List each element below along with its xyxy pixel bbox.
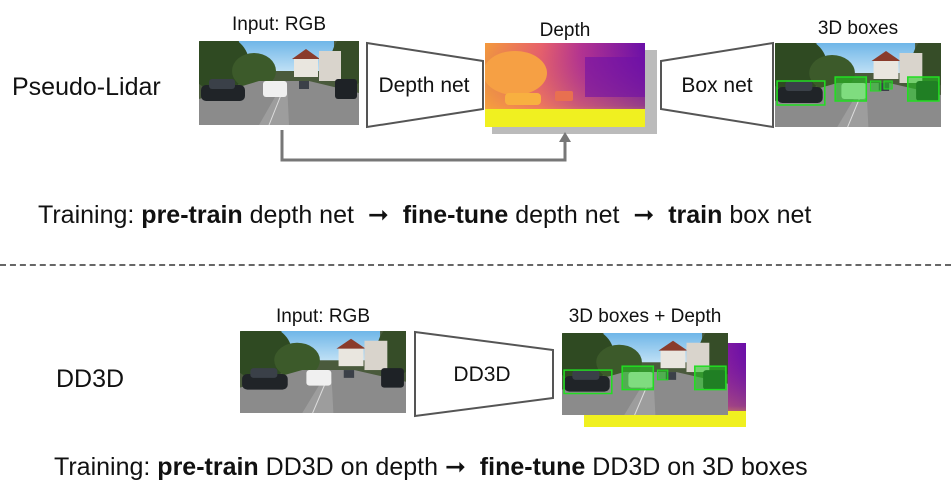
bottom-arrow: ➞ <box>444 453 466 481</box>
top-step1-bold: pre-train <box>141 201 243 229</box>
bottom-training-text: Training: pre-train DD3D on depth ➞ fine… <box>54 452 808 482</box>
top-input-label: Input: RGB <box>232 14 326 35</box>
top-step3-rest: box net <box>729 201 812 229</box>
pseudo-lidar-label: Pseudo-Lidar <box>12 73 161 101</box>
boxes-label: 3D boxes <box>817 18 899 39</box>
depth-net-label: Depth net <box>378 74 470 97</box>
top-training-prefix: Training: <box>38 201 135 229</box>
box-net-label: Box net <box>681 74 753 97</box>
top-arrow-2: ➞ <box>633 201 655 229</box>
top-step2-rest: depth net <box>515 201 620 229</box>
top-step1-rest: depth net <box>249 201 354 229</box>
bottom-training-prefix: Training: <box>54 453 151 481</box>
top-training-text: Training: pre-train depth net ➞ fine-tun… <box>38 200 811 230</box>
section-divider <box>0 264 951 266</box>
top-arrow-1: ➞ <box>367 201 389 229</box>
depth-map-image <box>485 43 645 127</box>
bottom-step1-bold: pre-train <box>157 453 259 481</box>
bottom-input-label: Input: RGB <box>276 306 370 327</box>
dd3d-row-label: DD3D <box>56 365 125 393</box>
dd3d-block-label: DD3D <box>453 363 511 386</box>
bottom-output-label: 3D boxes + Depth <box>568 306 722 327</box>
top-step2-bold: fine-tune <box>402 201 509 229</box>
top-input-image <box>199 41 359 125</box>
bottom-boxes-image <box>562 333 728 415</box>
top-step3-bold: train <box>668 201 723 229</box>
depth-net-block <box>366 41 484 129</box>
bottom-input-image <box>240 331 406 413</box>
skip-connection-arrow <box>280 130 571 162</box>
box-net-block <box>660 41 774 129</box>
depth-label: Depth <box>539 20 591 41</box>
boxes-output-image <box>775 43 941 127</box>
bottom-step2-bold: fine-tune <box>479 453 586 481</box>
bottom-step2-rest: DD3D on 3D boxes <box>592 453 808 481</box>
bottom-step1-rest: DD3D on depth <box>265 453 438 481</box>
dd3d-block <box>414 330 554 418</box>
